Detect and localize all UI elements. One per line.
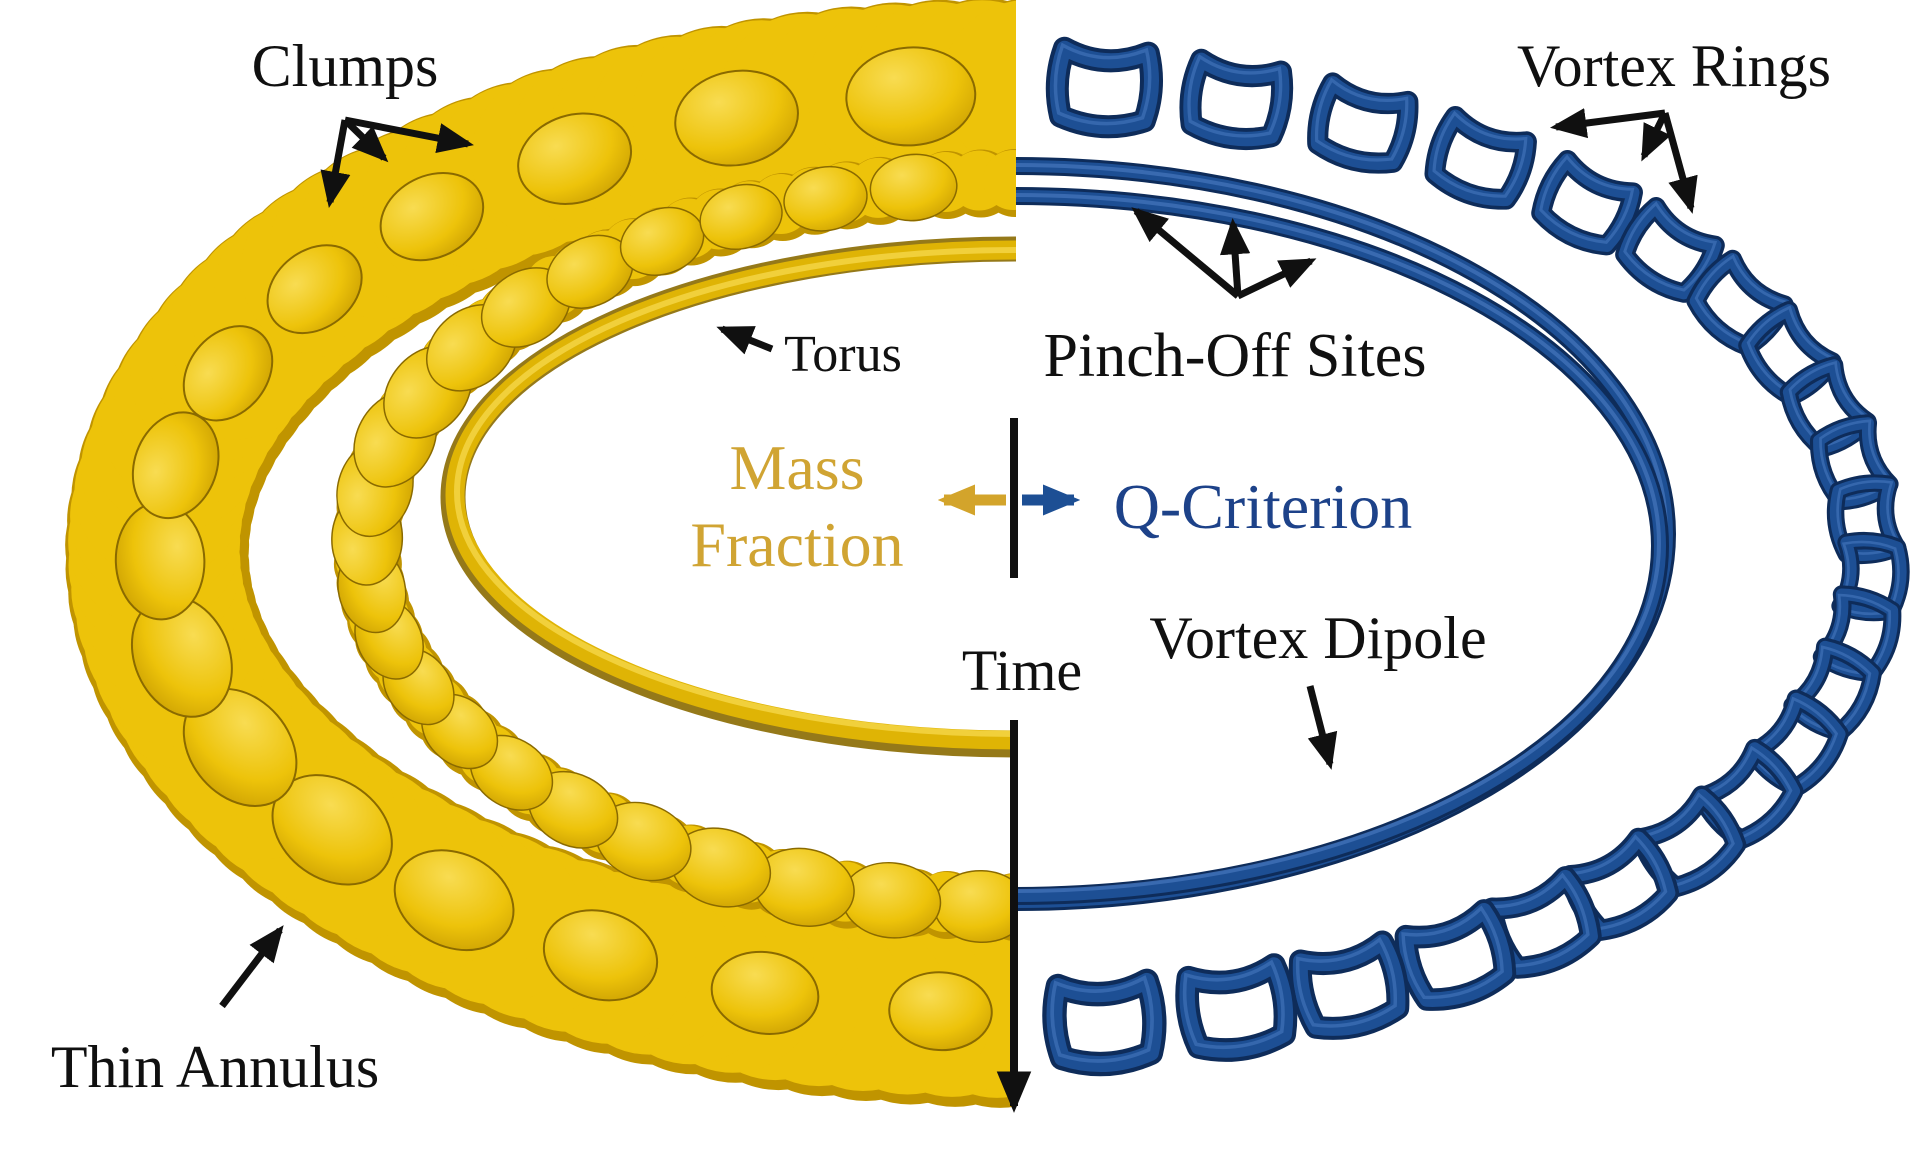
label-clumps: Clumps bbox=[252, 33, 439, 99]
vortex-dipole-arrow bbox=[1306, 685, 1338, 770]
label-vortex-dipole: Vortex Dipole bbox=[1149, 605, 1486, 671]
vortex-rings-arrow-2 bbox=[1640, 111, 1671, 162]
label-q-criterion: Q-Criterion bbox=[1114, 471, 1413, 542]
mass-fraction-surfaces bbox=[65, 0, 1016, 1108]
vortex-ring-glyph bbox=[1042, 968, 1167, 1077]
clumps-arrow-2 bbox=[342, 117, 389, 163]
label-torus: Torus bbox=[784, 326, 902, 383]
label-thin-annulus: Thin Annulus bbox=[51, 1034, 379, 1100]
torus-arrow bbox=[716, 325, 774, 355]
vortex-rings-arrow-1 bbox=[1549, 108, 1666, 139]
vortex-ring-glyph bbox=[1045, 36, 1163, 139]
clumps-arrow-3 bbox=[344, 116, 474, 154]
label-time: Time bbox=[962, 638, 1082, 703]
vortex-ring-glyph bbox=[1615, 197, 1725, 303]
label-vortex-rings: Vortex Rings bbox=[1517, 33, 1831, 99]
pinch-off-arrow-2 bbox=[1219, 217, 1251, 297]
vortex-ring-glyph bbox=[1288, 930, 1410, 1040]
vortex-ring-glyph bbox=[1394, 899, 1517, 1011]
q-criterion-surfaces bbox=[1016, 36, 1910, 1077]
pinch-off-arrow-1 bbox=[1131, 207, 1241, 299]
vortex-rings-arrow-3 bbox=[1661, 112, 1698, 214]
label-mass-fraction-line1: Mass bbox=[729, 432, 864, 503]
vortex-ring-glyph bbox=[1531, 149, 1643, 256]
clumps-arrow-1 bbox=[320, 119, 351, 208]
label-pinch-off-sites: Pinch-Off Sites bbox=[1044, 322, 1427, 390]
pinch-off-arrow-3 bbox=[1236, 257, 1317, 300]
vortex-ring-glyph bbox=[1424, 105, 1537, 210]
vortex-ring-glyph bbox=[1179, 48, 1294, 151]
vortex-ring-glyph bbox=[1307, 72, 1419, 174]
label-mass-fraction-line2: Fraction bbox=[690, 509, 903, 580]
thin-annulus-arrow bbox=[219, 925, 284, 1009]
vortex-ring-glyph bbox=[1175, 953, 1298, 1062]
